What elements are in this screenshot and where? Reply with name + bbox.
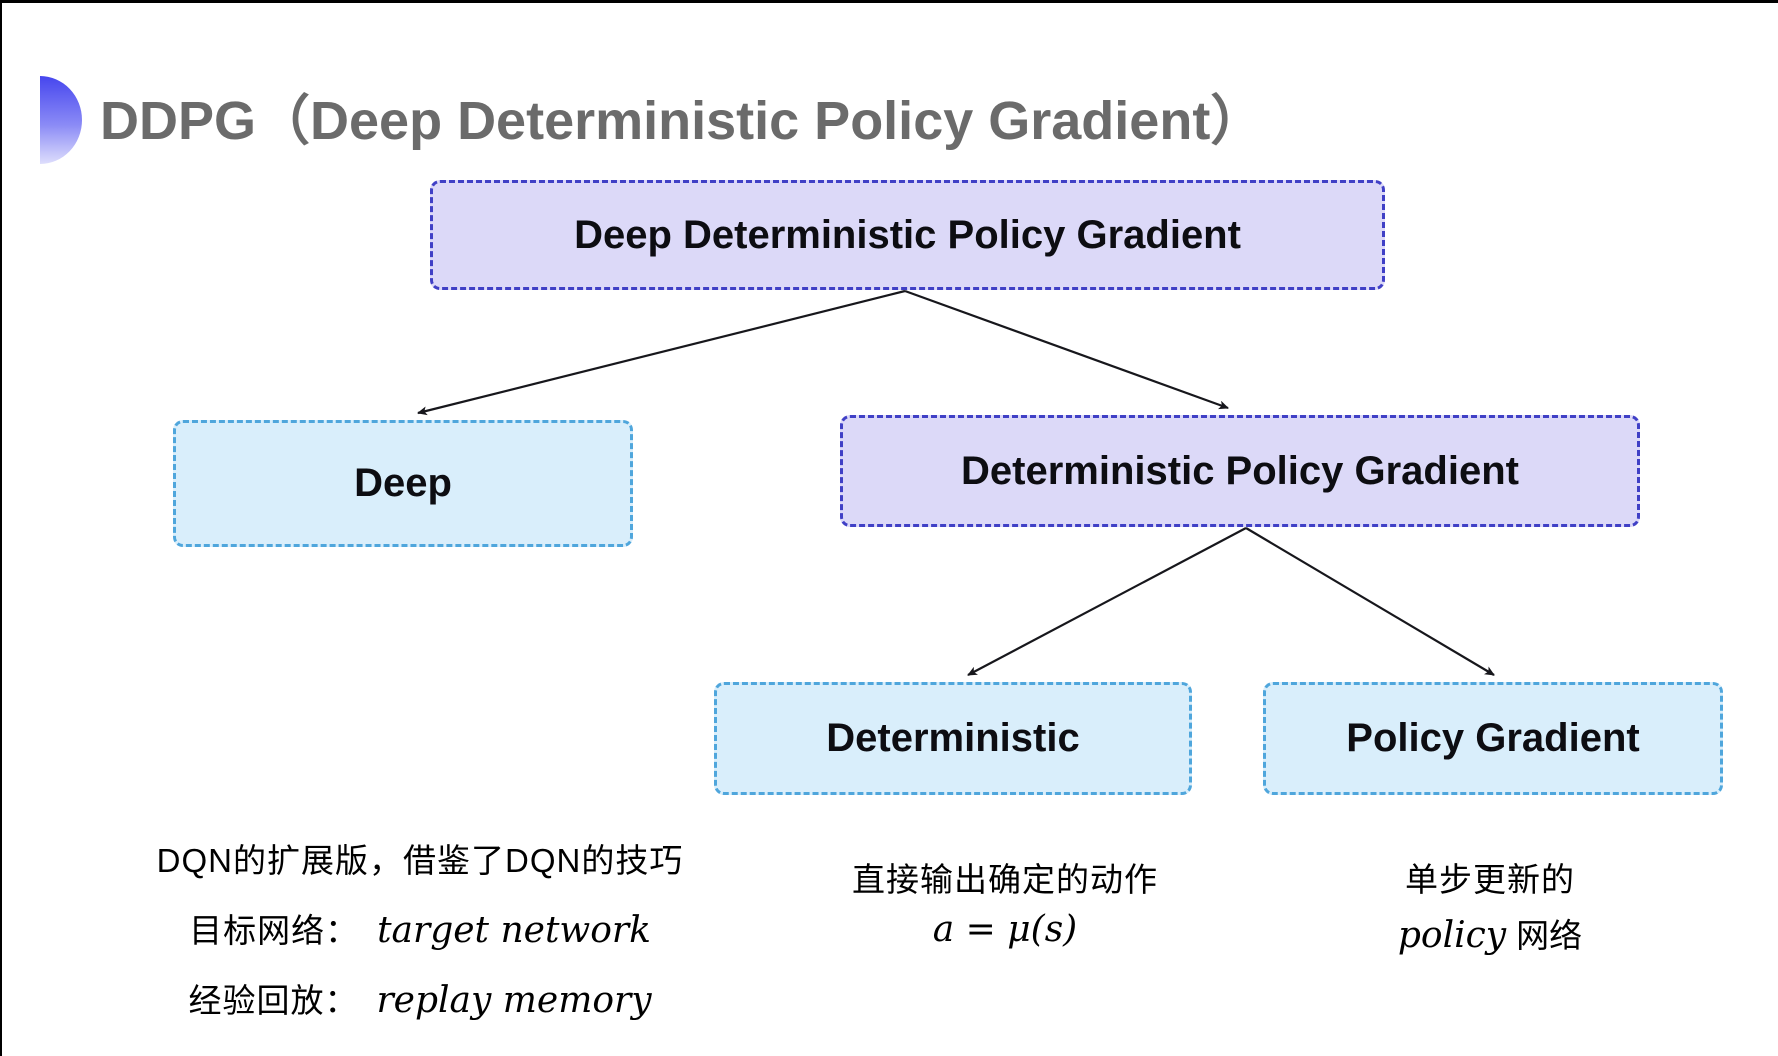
- node-deterministic-policy-gradient: Deterministic Policy Gradient: [840, 415, 1640, 527]
- edge-ddpg-to-deep: [417, 289, 906, 416]
- annotation-deep: DQN的扩展版，借鉴了DQN的技巧 目标网络： target network 经验…: [110, 834, 730, 1044]
- node-deterministic: Deterministic: [714, 682, 1192, 795]
- annotation-deep-line2-cn: 目标网络：: [189, 912, 360, 949]
- node-ddpg: Deep Deterministic Policy Gradient: [430, 180, 1385, 290]
- annotation-deep-line3-cn: 经验回放：: [188, 982, 359, 1019]
- page-title: DDPG（Deep Deterministic Policy Gradient）: [100, 91, 1265, 151]
- node-deep-label: Deep: [354, 461, 452, 505]
- annotation-pg-line1-text: 单步更新的: [1405, 861, 1575, 898]
- annotation-deterministic: 直接输出确定的动作 a = μ(s): [790, 853, 1220, 958]
- annotation-deep-line3: 经验回放： replay memory: [110, 974, 730, 1022]
- edge-dpg-to-deterministic: [967, 527, 1247, 676]
- edge-ddpg-to-dpg: [904, 289, 1229, 410]
- node-dpg-label: Deterministic Policy Gradient: [961, 448, 1519, 493]
- node-ddpg-label: Deep Deterministic Policy Gradient: [574, 212, 1241, 257]
- annotation-pg-line2-en: policy: [1397, 915, 1507, 956]
- formula-a-equals-mu-s: a = μ(s): [932, 909, 1078, 950]
- frame-left-border: [0, 0, 2, 1056]
- annotation-deep-line2-en: target network: [377, 910, 651, 951]
- annotation-pg-line1: 单步更新的: [1290, 853, 1690, 901]
- node-deterministic-label: Deterministic: [826, 716, 1080, 760]
- node-deep: Deep: [173, 420, 633, 547]
- annotation-deterministic-formula: a = μ(s): [790, 909, 1220, 950]
- node-policy-gradient: Policy Gradient: [1263, 682, 1723, 795]
- annotation-deep-line1: DQN的扩展版，借鉴了DQN的技巧: [110, 834, 730, 882]
- annotation-pg-line2-cn: 网络: [1516, 917, 1583, 954]
- frame-top-border: [0, 0, 1778, 3]
- annotation-deep-line3-en: replay memory: [376, 980, 652, 1021]
- node-policy-gradient-label: Policy Gradient: [1346, 716, 1640, 760]
- annotation-deterministic-line1: 直接输出确定的动作: [790, 853, 1220, 901]
- annotation-deep-line2: 目标网络： target network: [110, 904, 730, 952]
- edge-dpg-to-policy-gradient: [1245, 527, 1495, 676]
- annotation-deep-line1-text: DQN的扩展版，借鉴了DQN的技巧: [156, 842, 684, 879]
- annotation-deterministic-line1-text: 直接输出确定的动作: [852, 861, 1158, 898]
- title-bullet-halfcircle-icon: [40, 76, 82, 164]
